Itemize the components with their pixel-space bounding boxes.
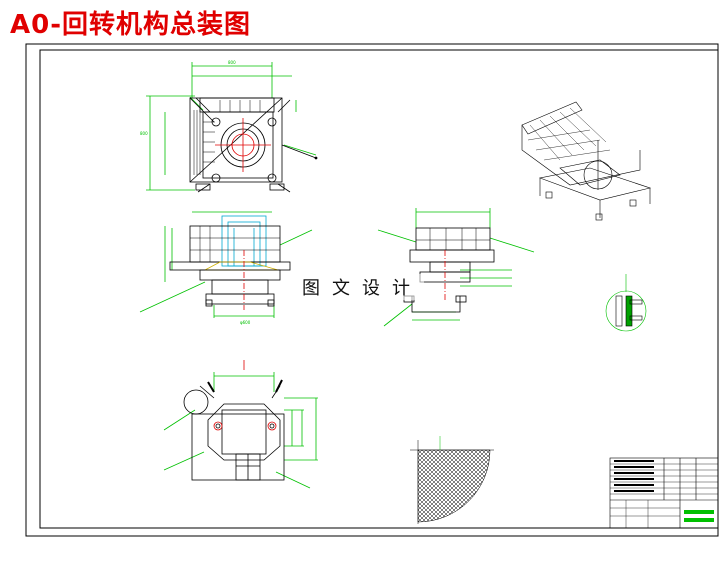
top-view: 800 800 (140, 60, 318, 193)
side-view (377, 208, 535, 327)
inner-frame (39, 49, 719, 529)
svg-text:800: 800 (228, 60, 236, 65)
detail-section (605, 274, 647, 332)
svg-text:800: 800 (140, 131, 148, 136)
bottom-view (163, 360, 318, 489)
front-view: φ600 (139, 211, 313, 325)
drawing-title: A0-回转机构总装图 (10, 10, 252, 40)
title-block (609, 457, 719, 529)
svg-text:φ600: φ600 (240, 320, 251, 325)
isometric-view (521, 101, 652, 221)
fan-detail (410, 436, 494, 524)
watermark: 图文设计 (300, 274, 424, 300)
